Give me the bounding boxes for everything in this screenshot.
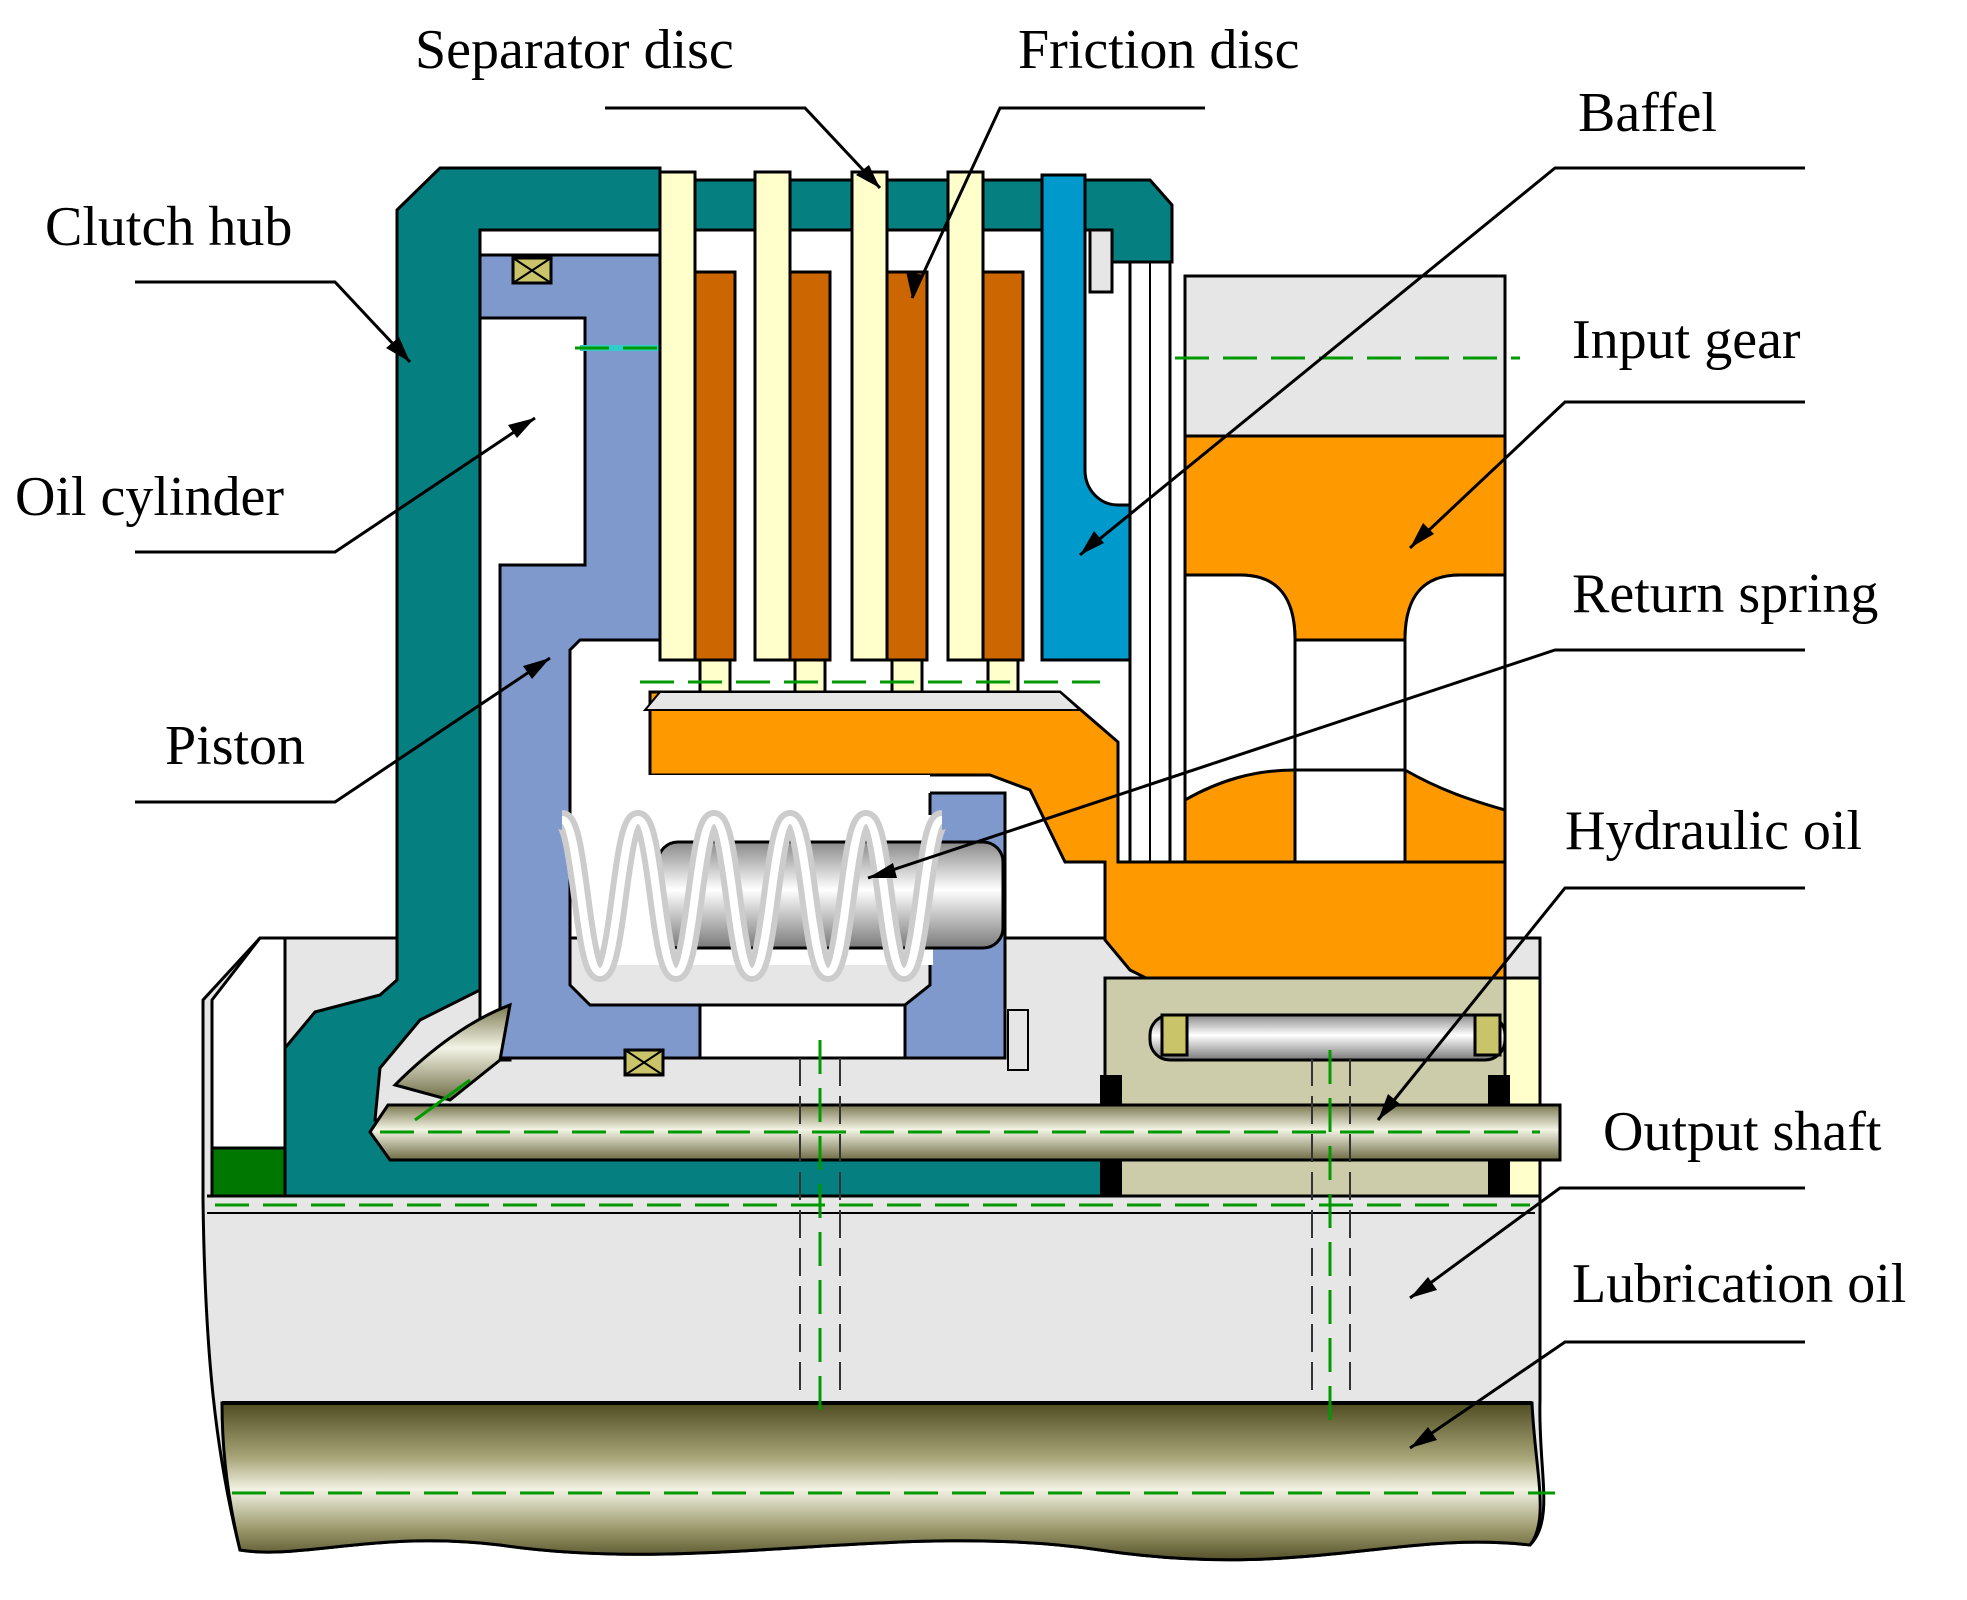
- gear-carrier: [648, 690, 1507, 992]
- label-hydraulic-oil: Hydraulic oil: [1565, 800, 1862, 862]
- hidden-lines: [799, 1058, 1351, 1400]
- seal-block: [1103, 976, 1542, 1198]
- label-separator-disc: Separator disc: [415, 19, 734, 81]
- piston-bridge: [698, 1003, 907, 1060]
- input-gear: [1183, 274, 1507, 864]
- label-input-gear: Input gear: [1572, 309, 1801, 371]
- arrowheads: [386, 165, 1437, 1448]
- friction-discs: [693, 270, 1025, 694]
- label-output-shaft: Output shaft: [1603, 1101, 1882, 1163]
- label-return-spring: Return spring: [1572, 563, 1878, 625]
- leader-lines: [135, 106, 1805, 1450]
- return-spring: [556, 809, 1005, 983]
- left-green-seal: [210, 1146, 287, 1198]
- lubrication-oil-bore: [220, 1401, 1542, 1562]
- label-clutch-hub: Clutch hub: [45, 196, 292, 258]
- left-housing-step: [210, 936, 287, 1162]
- label-oil-cylinder: Oil cylinder: [15, 466, 284, 528]
- separator-discs: [658, 170, 985, 662]
- label-baffel: Baffel: [1578, 82, 1717, 144]
- label-friction-disc: Friction disc: [1018, 19, 1300, 81]
- centerlines: [215, 346, 1555, 1495]
- label-lubrication-oil: Lubrication oil: [1572, 1253, 1906, 1315]
- clutch-hub: [283, 166, 1174, 1198]
- needle-bearing: [1148, 1013, 1507, 1062]
- label-piston: Piston: [165, 715, 305, 777]
